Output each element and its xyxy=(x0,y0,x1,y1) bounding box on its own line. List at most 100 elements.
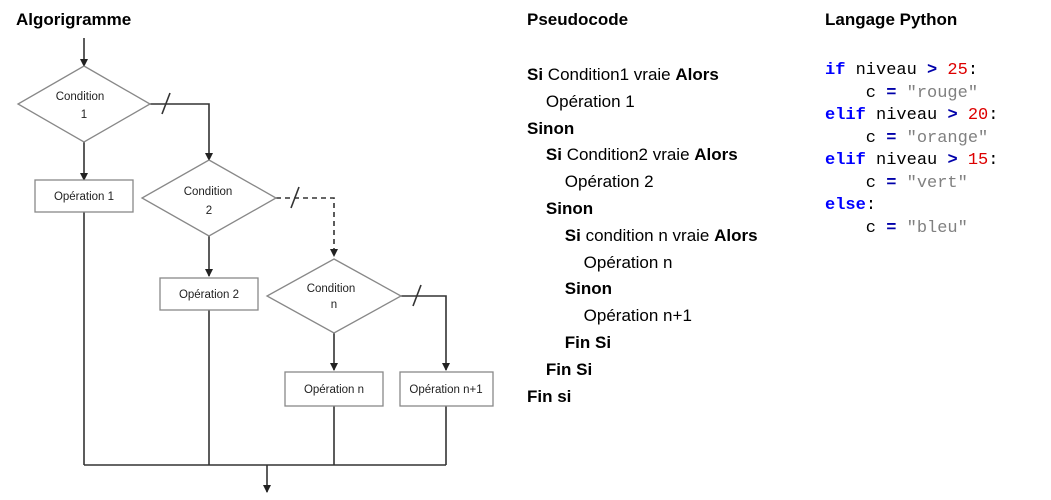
python-token-op: > xyxy=(947,106,958,125)
python-code-line: c = "vert" xyxy=(825,173,998,196)
python-token-kw: if xyxy=(825,61,846,80)
arrow-condn-no xyxy=(401,295,450,371)
condition-2-number: 2 xyxy=(206,205,212,217)
pseudocode-keyword: Fin Si xyxy=(545,359,593,379)
python-token-kw: elif xyxy=(825,151,866,170)
pseudocode-line: Opération 2 xyxy=(527,169,758,196)
python-heading: Langage Python xyxy=(825,10,958,29)
pseudocode-text: Opération 2 xyxy=(527,172,654,192)
pseudocode-text: condition n vraie xyxy=(580,225,715,245)
pseudocode-text xyxy=(527,226,565,245)
no-branch-tick-n xyxy=(412,284,422,307)
operation-n-box xyxy=(284,371,384,407)
python-code-line: c = "orange" xyxy=(825,128,998,151)
pseudocode-keyword: Alors xyxy=(694,145,738,165)
pseudocode-keyword: Si xyxy=(527,65,544,84)
pseudocode-line: Opération n xyxy=(527,250,758,277)
operation-n1-label: Opération n+1 xyxy=(409,384,482,396)
python-token-kw: else xyxy=(825,196,866,215)
pseudocode-block: Si Condition1 vraie Alors Opération 1 Sin… xyxy=(527,62,758,410)
pseudocode-line: Opération 1 xyxy=(527,89,758,116)
pseudocode-line: Si condition n vraie Alors xyxy=(527,223,758,250)
python-token-op: = xyxy=(886,128,897,148)
python-token-txt: c xyxy=(825,218,887,238)
python-code-line: c = "rouge" xyxy=(825,83,998,106)
python-token-str: "rouge" xyxy=(896,83,979,103)
pseudocode-text: Opération 1 xyxy=(527,91,635,111)
pseudocode-text: Opération n xyxy=(527,252,673,272)
operation-2-label: Opération 2 xyxy=(179,289,239,301)
pseudocode-text: Opération n+1 xyxy=(527,306,692,326)
python-token-txt: niveau xyxy=(865,106,948,125)
no-branch-tick-1 xyxy=(161,92,171,115)
python-code-line: elif niveau > 15: xyxy=(825,150,998,173)
condition-1-label: Condition xyxy=(56,91,105,103)
pseudocode-line: Sinon xyxy=(527,196,758,223)
python-token-num: 20 xyxy=(957,106,989,125)
python-code-line: else: xyxy=(825,195,998,218)
pseudocode-text xyxy=(527,145,546,164)
arrow-cond2-no-dashed xyxy=(276,197,338,257)
pseudocode-line: Fin Si xyxy=(527,330,758,357)
condition-1-number: 1 xyxy=(81,109,87,121)
python-token-str: "orange" xyxy=(896,128,989,148)
python-token-txt: c xyxy=(825,83,887,103)
flowchart-diagram: Condition 1 Condition 2 Condition n Opér… xyxy=(16,38,494,493)
python-token-op: = xyxy=(886,173,897,193)
condition-1-diamond xyxy=(16,65,152,143)
pseudocode-line: Fin si xyxy=(527,384,758,411)
python-code-line: c = "bleu" xyxy=(825,218,998,241)
python-token-op: = xyxy=(886,218,897,238)
python-token-op: > xyxy=(947,151,958,170)
python-token-op: = xyxy=(886,83,897,103)
flowchart-heading: Algorigramme xyxy=(16,10,132,29)
operation-2-box xyxy=(159,277,259,311)
pseudocode-line: Opération n+1 xyxy=(527,303,758,330)
pseudocode-line: Sinon xyxy=(527,116,758,143)
python-token-txt: : xyxy=(988,151,999,170)
condition-n-diamond xyxy=(265,258,403,334)
condition-2-label: Condition xyxy=(184,186,233,198)
operation-1-label: Opération 1 xyxy=(54,191,114,203)
python-code-line: elif niveau > 20: xyxy=(825,105,998,128)
pseudocode-keyword: Sinon xyxy=(527,118,575,138)
pseudocode-text: Condition2 vraie xyxy=(561,145,695,165)
operation-n-label: Opération n xyxy=(304,384,364,396)
pseudocode-text xyxy=(527,360,546,379)
pseudocode-keyword: Alors xyxy=(714,225,758,245)
pseudocode-keyword: Sinon xyxy=(545,198,594,218)
pseudocode-text xyxy=(527,333,565,352)
arrow-cond1-no xyxy=(150,103,213,161)
pseudocode-line: Fin Si xyxy=(527,357,758,384)
pseudocode-keyword: Si xyxy=(545,145,562,165)
pseudocode-line: Si Condition1 vraie Alors xyxy=(527,62,758,89)
pseudocode-heading: Pseudocode xyxy=(527,10,629,29)
operation-1-box xyxy=(34,179,134,213)
pseudocode-keyword: Alors xyxy=(675,65,719,84)
pseudocode-keyword: Si xyxy=(564,225,581,245)
pseudocode-text: Condition1 vraie xyxy=(543,65,676,84)
pseudocode-line: Si Condition2 vraie Alors xyxy=(527,142,758,169)
python-token-str: "vert" xyxy=(896,173,968,193)
pseudocode-keyword: Fin si xyxy=(527,386,572,406)
pseudocode-keyword: Fin Si xyxy=(564,332,612,352)
python-token-txt: niveau xyxy=(865,151,948,170)
pseudocode-line: Sinon xyxy=(527,276,758,303)
condition-2-diamond xyxy=(140,159,278,237)
python-token-kw: elif xyxy=(825,106,866,125)
pseudocode-text xyxy=(527,279,565,298)
python-token-txt: c xyxy=(825,173,887,193)
operation-n1-box xyxy=(399,371,494,407)
python-token-txt: : xyxy=(988,106,999,125)
python-code-block: if niveau > 25: c = "rouge"elif niveau >… xyxy=(825,60,998,240)
python-token-txt: niveau xyxy=(845,61,928,80)
python-token-num: 25 xyxy=(937,61,968,80)
python-token-txt: : xyxy=(865,196,877,215)
python-token-txt: c xyxy=(825,128,887,148)
python-token-str: "bleu" xyxy=(896,218,968,238)
pseudocode-text xyxy=(527,199,546,218)
python-token-txt: : xyxy=(967,61,979,80)
condition-n-label: Condition xyxy=(307,283,356,295)
python-token-num: 15 xyxy=(957,151,989,170)
python-code-line: if niveau > 25: xyxy=(825,60,998,83)
